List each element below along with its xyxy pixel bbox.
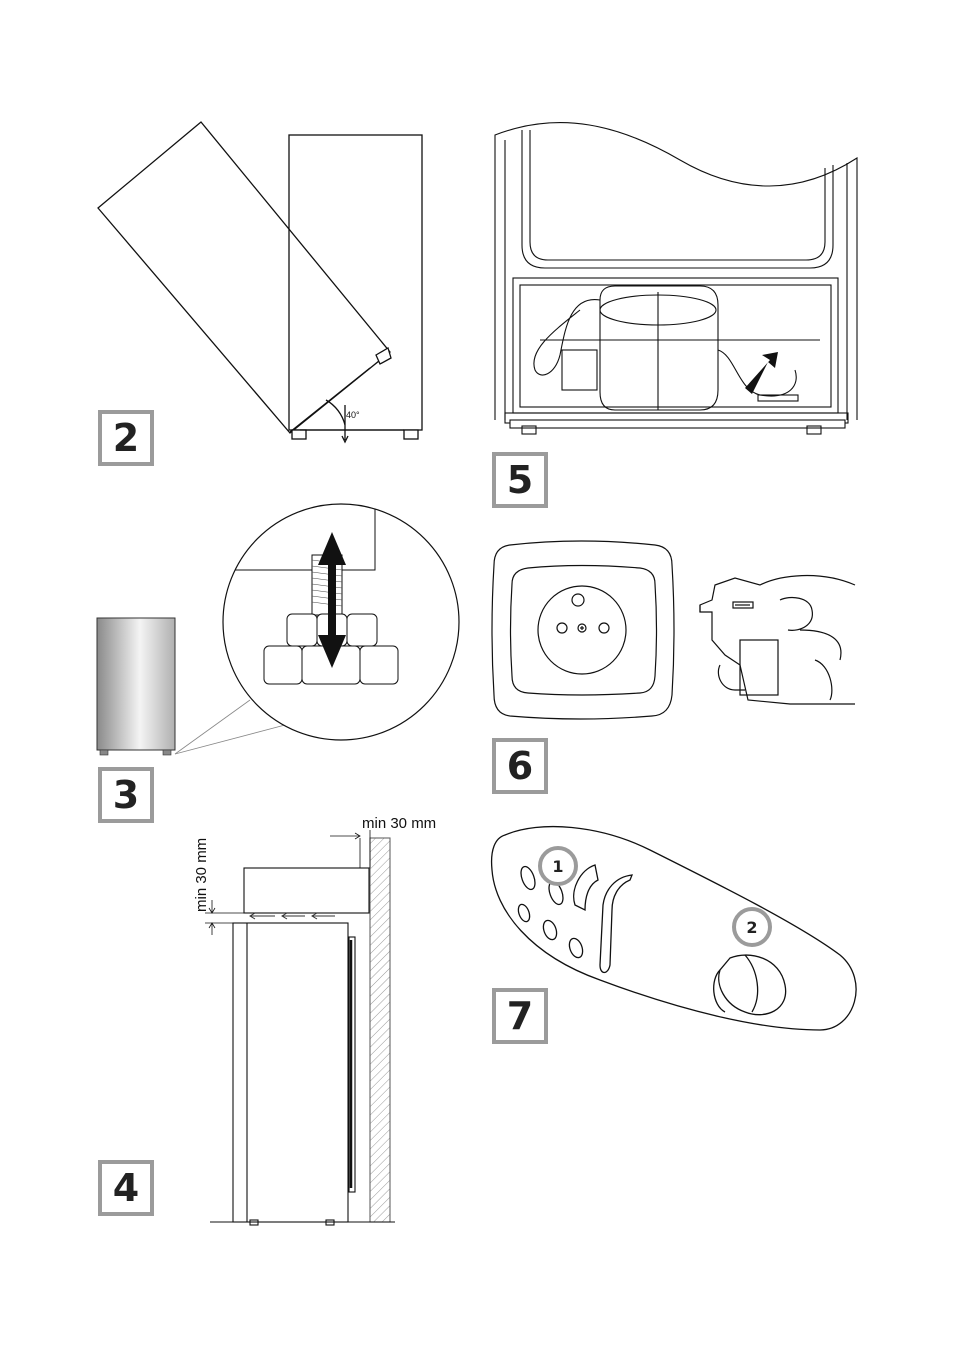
control-knob[interactable] (719, 955, 786, 1015)
figure-7-badge: 7 (492, 988, 548, 1044)
callout-1-circle: 1 (538, 846, 578, 886)
callout-2-circle: 2 (732, 907, 772, 947)
